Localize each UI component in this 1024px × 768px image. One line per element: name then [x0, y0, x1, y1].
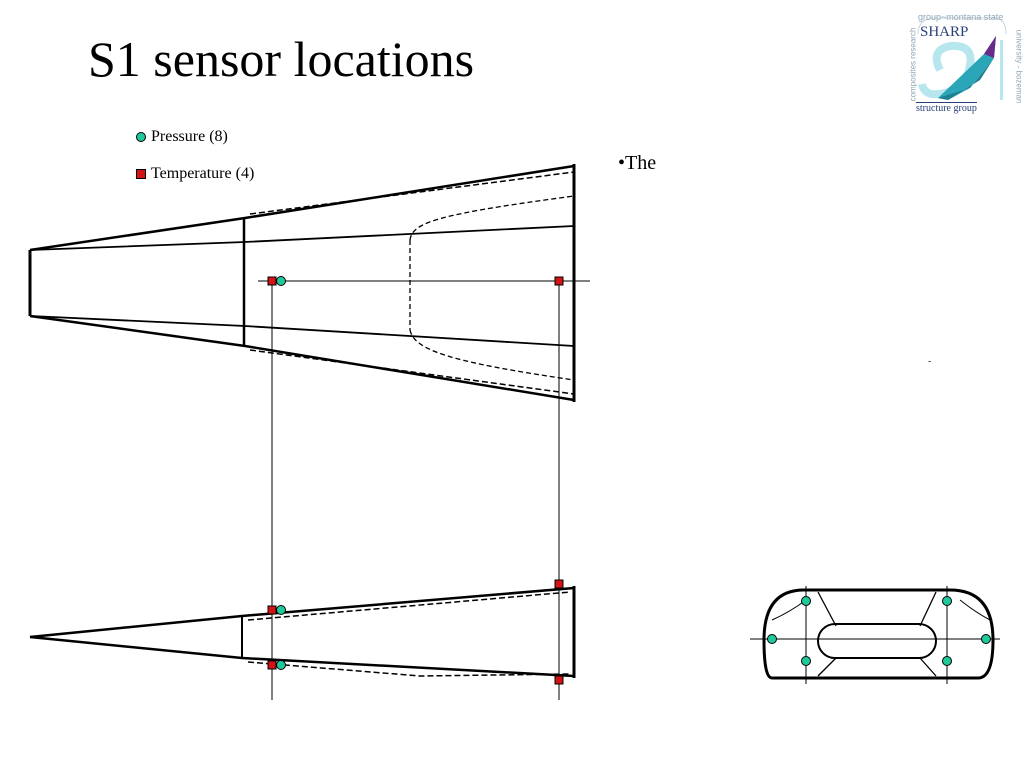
temperature-sensor: [267, 660, 277, 670]
pressure-sensor: [276, 605, 286, 615]
temperature-sensor: [267, 276, 277, 286]
pressure-sensor: [801, 656, 811, 666]
sharp-logo-graphic: [917, 17, 1007, 100]
temperature-marker-icon: [136, 169, 146, 180]
stray-mark: -: [928, 356, 932, 367]
pressure-sensor: [767, 634, 777, 644]
temperature-sensor: [554, 276, 564, 286]
side-view-drawing: [29, 586, 576, 678]
pressure-sensor: [801, 596, 811, 606]
temperature-sensor: [267, 605, 277, 615]
legend-pressure: Pressure (8): [136, 128, 228, 146]
temperature-sensor: [554, 675, 564, 685]
pressure-sensor: [942, 596, 952, 606]
logo-ring-top: group~montana state: [918, 12, 1004, 22]
top-view-drawing: [28, 164, 576, 402]
temperature-sensor: [554, 579, 564, 589]
sharp-logo: group~montana state composites research …: [908, 10, 1023, 118]
guide-lines: [258, 280, 590, 700]
logo-tagline: structure group: [916, 102, 977, 114]
bullet-text: •The: [618, 152, 657, 174]
cross-section-drawing: [750, 586, 1000, 684]
logo-ring-left: composites research: [908, 27, 918, 102]
legend-temperature-label: Temperature (4): [151, 165, 255, 182]
logo-ring-right: university - bozeman: [1014, 29, 1024, 104]
pressure-sensor: [981, 634, 991, 644]
pressure-sensor: [276, 660, 286, 670]
pressure-sensor: [276, 276, 286, 286]
logo-name: SHARP: [920, 24, 969, 40]
legend-pressure-label: Pressure (8): [151, 128, 228, 145]
legend-temperature: Temperature (4): [136, 165, 254, 183]
pressure-sensor: [942, 656, 952, 666]
pressure-marker-icon: [136, 132, 146, 143]
slide-title: S1 sensor locations: [88, 31, 475, 87]
sensor-markers: [267, 276, 991, 685]
